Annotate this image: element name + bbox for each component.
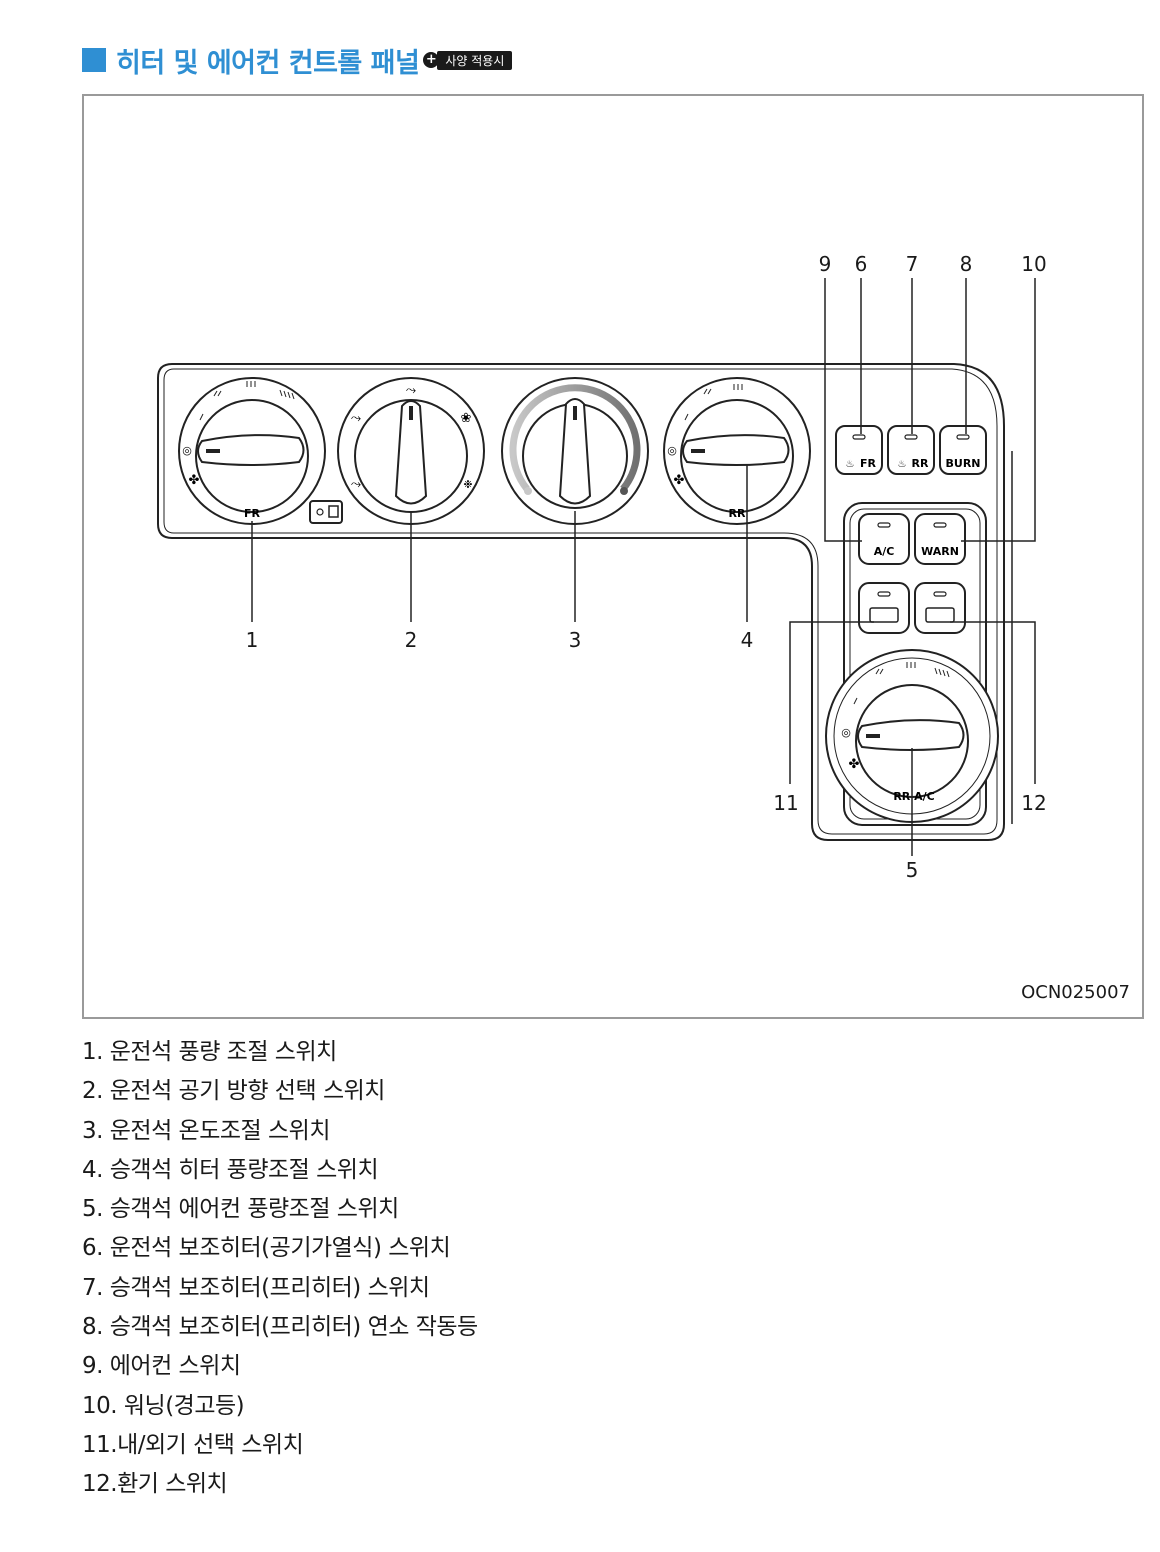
callout-3: 3 <box>569 628 582 652</box>
vent-bilevel-icon: ⤳ <box>351 411 362 426</box>
btn-burn-label: BURN <box>946 457 981 470</box>
aux-heater-fr-switch: ♨ FR <box>835 425 883 475</box>
section-heading: 히터 및 에어컨 컨트롤 패널 + 사양 적용시 <box>82 40 513 80</box>
panel-outline <box>157 363 1005 841</box>
aux-heater-rr-switch: ♨ RR <box>887 425 935 475</box>
speed-tick-marks <box>853 662 950 705</box>
callout-10: 10 <box>1021 252 1046 276</box>
plus-circle-icon: + <box>423 52 440 68</box>
fan-icon: ✤ <box>189 473 200 488</box>
ventilation-switch <box>914 582 966 634</box>
air-direction-knob: ⤳ ⤳ ⤳ ❀ ❉ <box>337 377 485 525</box>
callout-5: 5 <box>906 858 919 882</box>
recirc-switch <box>858 582 910 634</box>
legend-list: 1. 운전석 풍량 조절 스위치 2. 운전석 공기 방향 선택 스위치 3. … <box>82 1033 478 1505</box>
off-mark-icon: ◎ <box>182 444 192 457</box>
warning-lamp: WARN <box>914 513 966 565</box>
option-label: 사양 적용시 <box>437 50 513 70</box>
fan-icon: ✤ <box>849 757 860 772</box>
burn-indicator: BURN <box>939 425 987 475</box>
rear-ac-module: A/C WARN R <box>825 502 999 826</box>
legend-item-6: 6. 운전석 보조히터(공기가열식) 스위치 <box>82 1235 451 1262</box>
option-badge: + 사양 적용시 <box>423 50 513 70</box>
defrost-floor-icon: ❀ <box>461 411 472 426</box>
fan-speed-knob-rr: RR ✤ ◎ <box>663 377 811 525</box>
section-title: 히터 및 에어컨 컨트롤 패널 <box>116 47 420 79</box>
vent-face-icon: ⤳ <box>406 383 417 398</box>
speed-tick-marks <box>684 384 743 421</box>
panel-outline-inner <box>163 368 998 835</box>
legend-item-1: 1. 운전석 풍량 조절 스위치 <box>82 1039 337 1065</box>
callout-6: 6 <box>855 252 868 276</box>
temperature-knob <box>501 377 649 525</box>
knob4-label: RR <box>729 507 746 520</box>
off-mark-icon: ◎ <box>841 726 851 739</box>
fan-speed-knob-fr: FR ✤ ◎ <box>178 377 326 525</box>
btn-warn-label: WARN <box>921 545 959 558</box>
recirc-icon <box>869 607 899 623</box>
legend-item-7: 7. 승객석 보조히터(프리히터) 스위치 <box>82 1274 430 1301</box>
callout-1: 1 <box>246 628 259 652</box>
control-panel-figure: FR ✤ ◎ ⤳ ⤳ ⤳ ❀ ❉ <box>82 94 1144 1019</box>
legend-item-2: 2. 운전석 공기 방향 선택 스위치 <box>82 1078 385 1105</box>
callout-4: 4 <box>741 628 754 652</box>
knob1-label: FR <box>244 507 261 520</box>
legend-item-5: 5. 승객석 에어컨 풍량조절 스위치 <box>82 1196 399 1223</box>
ac-switch: A/C <box>858 513 910 565</box>
speed-tick-marks <box>199 381 295 421</box>
callout-8: 8 <box>960 252 973 276</box>
heading-square-icon <box>82 48 106 72</box>
recirc-indicator <box>309 500 343 524</box>
callout-7: 7 <box>906 252 919 276</box>
callout-numbers: 1 2 3 4 5 6 7 8 9 10 11 12 <box>246 252 1047 882</box>
legend-item-9: 9. 에어컨 스위치 <box>82 1353 241 1380</box>
callout-12: 12 <box>1021 791 1046 815</box>
control-panel-diagram: FR ✤ ◎ ⤳ ⤳ ⤳ ❀ ❉ <box>157 252 1130 1003</box>
vent-icon <box>925 607 955 623</box>
ac-fan-knob: RR A/C ✤ ◎ <box>825 649 999 823</box>
heater-icon: ♨ <box>898 459 907 470</box>
btn-rr-label: RR <box>912 457 929 470</box>
leader-lines <box>251 278 1036 856</box>
legend-item-10: 10. 워닝(경고등) <box>82 1392 245 1419</box>
callout-11: 11 <box>773 791 798 815</box>
defrost-icon: ❉ <box>463 478 472 491</box>
callout-9: 9 <box>819 252 832 276</box>
off-mark-icon: ◎ <box>667 444 677 457</box>
legend-item-4: 4. 승객석 히터 풍량조절 스위치 <box>82 1156 379 1183</box>
legend-item-3: 3. 운전석 온도조절 스위치 <box>82 1117 330 1144</box>
legend-item-11: 11.내/외기 선택 스위치 <box>82 1431 304 1458</box>
heater-icon: ♨ <box>846 459 855 470</box>
figure-code: OCN025007 <box>1021 982 1130 1003</box>
legend-item-8: 8. 승객석 보조히터(프리히터) 연소 작동등 <box>82 1314 478 1341</box>
fan-icon: ✤ <box>674 473 685 488</box>
callout-2: 2 <box>405 628 418 652</box>
legend-item-12: 12.환기 스위치 <box>82 1471 228 1498</box>
vent-floor-icon: ⤳ <box>351 477 362 492</box>
btn-ac-label: A/C <box>874 545 895 558</box>
knob5-label: RR A/C <box>893 790 934 803</box>
btn-fr-label: FR <box>860 457 877 470</box>
